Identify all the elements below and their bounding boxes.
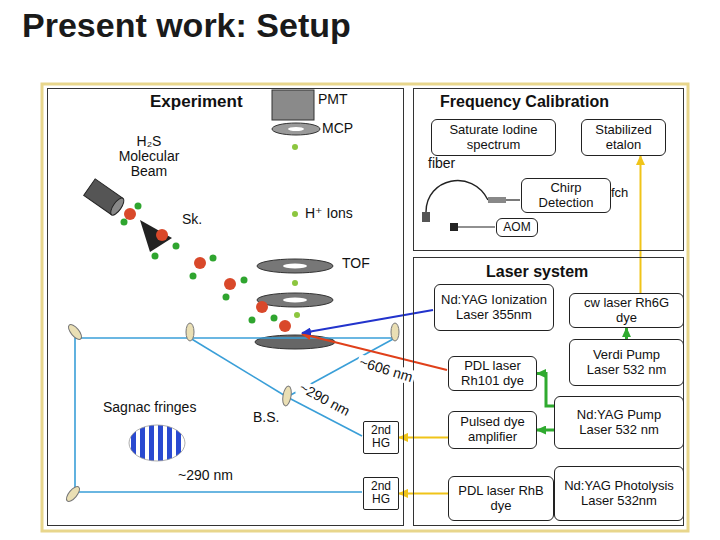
box-label: Nd:YAG Pump Laser 532 nm [561,408,677,437]
box-label: Nd:YAG Photolysis Laser 532nm [561,479,677,508]
fringe-pattern [128,424,186,462]
beam-connector [625,328,628,339]
beam-connector [640,156,642,293]
fiber-cable [426,181,488,212]
box-label: cw laser Rh6G dye [576,296,677,325]
process-box: Stabilized etalon [581,119,666,156]
panel-heading: Experiment [150,92,243,112]
part-label: fiber [428,156,455,171]
box-label: Verdi Pump Laser 532 nm [576,348,677,377]
part-label: Sk. [182,212,202,227]
beam-label: ~290 nm [295,379,354,420]
fiber-connector [422,212,430,222]
panel-heading: Laser system [486,263,588,281]
beam-connector [537,374,554,407]
beam-connector [399,492,448,494]
beam-connector [399,436,448,438]
process-box: Nd:YAG Ionization Laser 355nm [434,284,554,331]
nozzle-symbol [84,179,127,217]
aom-detector [450,223,458,231]
process-box: Verdi Pump Laser 532 nm [569,339,684,386]
part-label: PMT [318,92,348,107]
slide-title: Present work: Setup [22,6,351,45]
box-label: Pulsed dye amplifier [455,415,530,444]
process-box: PDL laser RhB dye [448,476,554,521]
tof-plates [255,259,335,349]
fiber-end [506,199,520,200]
fringe-outline [129,425,185,461]
part-label: ~290 nm [178,468,233,483]
mcp-symbol [272,123,320,135]
box-label: 2nd HG [365,424,397,451]
beam-connector [537,429,554,432]
figure-frame [42,84,688,531]
sagnac-beams [75,338,395,492]
process-box: Nd:YAG Pump Laser 532 nm [554,396,684,449]
box-label: Chirp Detection [528,181,604,210]
part-label: TOF [342,256,370,271]
part-label: H₂S Molecular Beam [110,134,188,179]
molecular-beam [121,203,292,333]
part-label: B.S. [253,410,279,425]
process-box: Pulsed dye amplifier [448,411,537,449]
box-label: AOM [503,221,530,234]
skimmer-symbol [140,220,172,252]
process-box: Chirp Detection [521,178,611,213]
process-box: Nd:YAG Photolysis Laser 532nm [554,466,684,521]
aom-line [458,226,495,227]
process-box: Saturate Iodine spectrum [431,119,556,156]
pmt-symbol [272,90,314,120]
process-box: PDL laser Rh101 dye [448,356,537,391]
part-label: H⁺ Ions [305,206,353,221]
panel-box: Experiment 2nd HG 2nd HG [47,88,404,526]
part-label: fch [611,186,628,200]
beam-label: ~606 nm [356,354,417,386]
process-box: 2nd HG [363,421,399,454]
ion-dots [292,144,300,318]
process-box: cw laser Rh6G dye [569,293,684,328]
panel-box: Laser systemNd:YAG Ionization Laser 355n… [413,257,684,526]
process-box: AOM [496,218,538,237]
part-label: MCP [322,121,353,136]
mcp-hole [288,127,304,131]
box-label: Saturate Iodine spectrum [438,123,549,152]
panel-heading: Frequency Calibration [440,93,609,111]
fiber-coupler [488,197,506,203]
box-label: Stabilized etalon [588,123,659,152]
box-label: Nd:YAG Ionization Laser 355nm [441,293,547,322]
process-box: 2nd HG [363,477,399,510]
mirror-symbols [64,323,399,504]
box-label: PDL laser RhB dye [455,484,547,513]
box-label: 2nd HG [365,480,397,507]
box-label: PDL laser Rh101 dye [455,359,530,388]
part-label: Sagnac fringes [103,400,196,415]
